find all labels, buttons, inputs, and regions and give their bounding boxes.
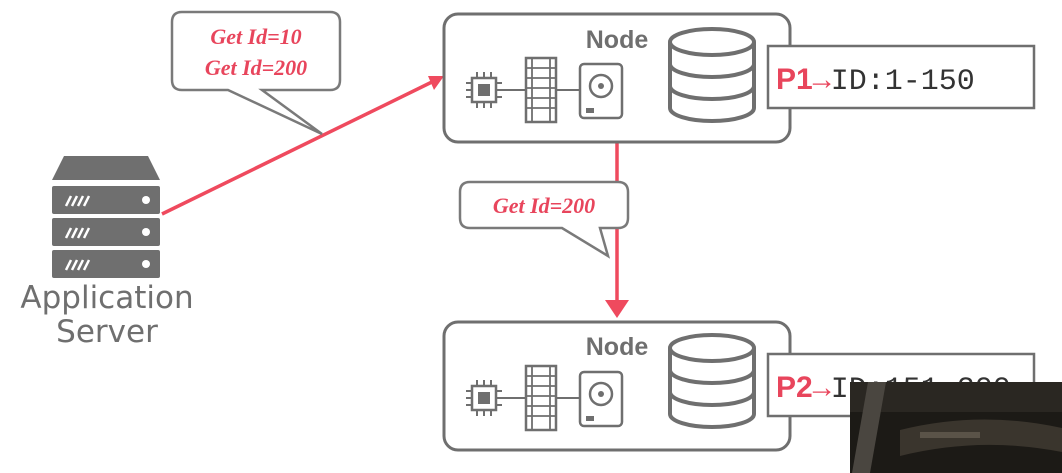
partition-id-1: P1 bbox=[776, 63, 813, 96]
forward-bubble: Get Id=200 bbox=[458, 180, 630, 259]
database-icon bbox=[668, 27, 756, 123]
request-line-to-node1 bbox=[161, 78, 437, 216]
request-line-2: Get Id=200 bbox=[205, 55, 307, 80]
arrowhead-node1 bbox=[428, 76, 444, 90]
server-rack-icon bbox=[52, 156, 160, 278]
partition-id-2: P2 bbox=[776, 371, 813, 404]
node-2-title: Node bbox=[586, 333, 649, 361]
server-label-line2: Server bbox=[56, 314, 158, 350]
partition-arrow-1: → bbox=[813, 65, 831, 99]
partition-label-box-1 bbox=[766, 44, 1036, 110]
partition-arrow-2: → bbox=[813, 373, 831, 407]
database-icon bbox=[668, 333, 756, 429]
forwarded-request-text: Get Id=200 bbox=[493, 193, 595, 218]
request-line-1: Get Id=10 bbox=[210, 24, 301, 49]
application-server: Application Server bbox=[20, 156, 194, 350]
server-label-line1: Application bbox=[20, 280, 193, 316]
partition-label-1: P1→ID:1-150 bbox=[776, 63, 975, 99]
partition-range-1: ID:1-150 bbox=[831, 65, 975, 99]
node-1: Node P1→ID:1-150 bbox=[442, 12, 1036, 144]
node-1-title: Node bbox=[586, 26, 649, 54]
video-overlay bbox=[850, 382, 1062, 473]
arrowhead-node2 bbox=[605, 300, 629, 318]
request-bubble: Get Id=10 Get Id=200 bbox=[170, 10, 342, 136]
